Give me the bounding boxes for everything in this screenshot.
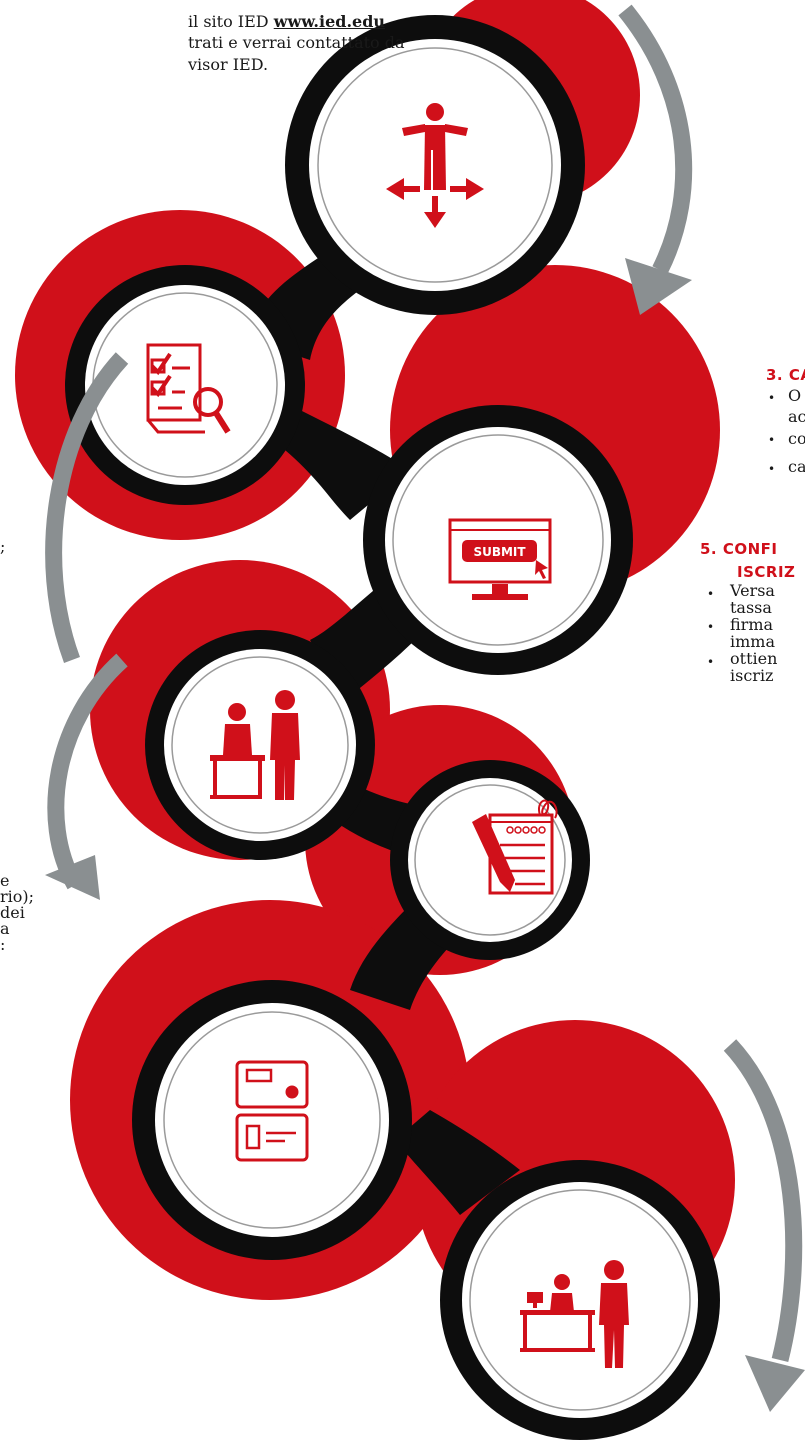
step-3-bullet-2: co bbox=[788, 429, 805, 448]
step-5-bullet-3-cont: iscriz bbox=[730, 666, 774, 685]
connector-6-7 bbox=[395, 1110, 520, 1215]
intro-line-3: visor IED. bbox=[188, 55, 269, 74]
left-fragment-4: dei bbox=[0, 903, 25, 922]
step-3-heading: 3. CA bbox=[766, 366, 805, 384]
step-3-bullet-3: ca bbox=[788, 457, 805, 476]
interview-desk-icon bbox=[210, 690, 300, 800]
id-cards-icon bbox=[235, 1060, 309, 1162]
reception-desk-icon bbox=[520, 1260, 629, 1368]
step-5-bullet-1: Versa bbox=[730, 581, 775, 600]
step-circle-2 bbox=[65, 265, 305, 505]
step-3-bullet-1: O bbox=[788, 386, 802, 405]
step-3-bullet-1-cont: ac bbox=[788, 407, 805, 426]
arrow-top-right bbox=[618, 4, 693, 315]
left-fragment-1: ; bbox=[0, 537, 6, 556]
person-directions-icon bbox=[386, 103, 484, 228]
contract-sign-icon bbox=[472, 799, 558, 895]
step-5-heading-line-1: 5. CONFI bbox=[700, 540, 778, 558]
step-5-bullet-dot-3: • bbox=[707, 655, 715, 669]
submit-monitor-icon: SUBMIT bbox=[448, 518, 552, 600]
step-circle-4 bbox=[145, 630, 375, 860]
step-5-bullet-2-cont: imma bbox=[730, 632, 775, 651]
step-3-bullet-dot-1: • bbox=[768, 391, 776, 405]
checklist-search-icon bbox=[146, 343, 231, 434]
intro-line-1: il sito IED www.ied.edu bbox=[188, 12, 385, 32]
step-3-bullet-dot-2: • bbox=[768, 433, 776, 447]
step-circle-6 bbox=[132, 980, 412, 1260]
step-5-bullet-2: firma bbox=[730, 615, 774, 634]
intro-prefix: il sito IED bbox=[188, 12, 274, 31]
step-3-bullet-dot-3: • bbox=[768, 462, 776, 476]
step-5-heading-line-2: ISCRIZ bbox=[737, 563, 796, 581]
ied-website-link[interactable]: www.ied.edu bbox=[273, 12, 386, 31]
step-5-bullet-1-cont: tassa bbox=[730, 598, 772, 617]
submit-label: SUBMIT bbox=[473, 545, 526, 559]
step-5-bullet-dot-1: • bbox=[707, 587, 715, 601]
left-fragment-3: rio); bbox=[0, 887, 35, 906]
step-5-bullet-3: ottien bbox=[730, 649, 778, 668]
left-fragment-6: : bbox=[0, 935, 6, 954]
arrow-bottom-right bbox=[723, 1039, 805, 1412]
step-circle-7 bbox=[440, 1160, 720, 1440]
arrow-middle-left bbox=[45, 352, 129, 900]
left-fragment-2: e bbox=[0, 871, 10, 890]
left-fragment-5: a bbox=[0, 919, 10, 938]
step-5-bullet-dot-2: • bbox=[707, 620, 715, 634]
intro-line-2: trati e verrai contattato da bbox=[188, 33, 405, 52]
